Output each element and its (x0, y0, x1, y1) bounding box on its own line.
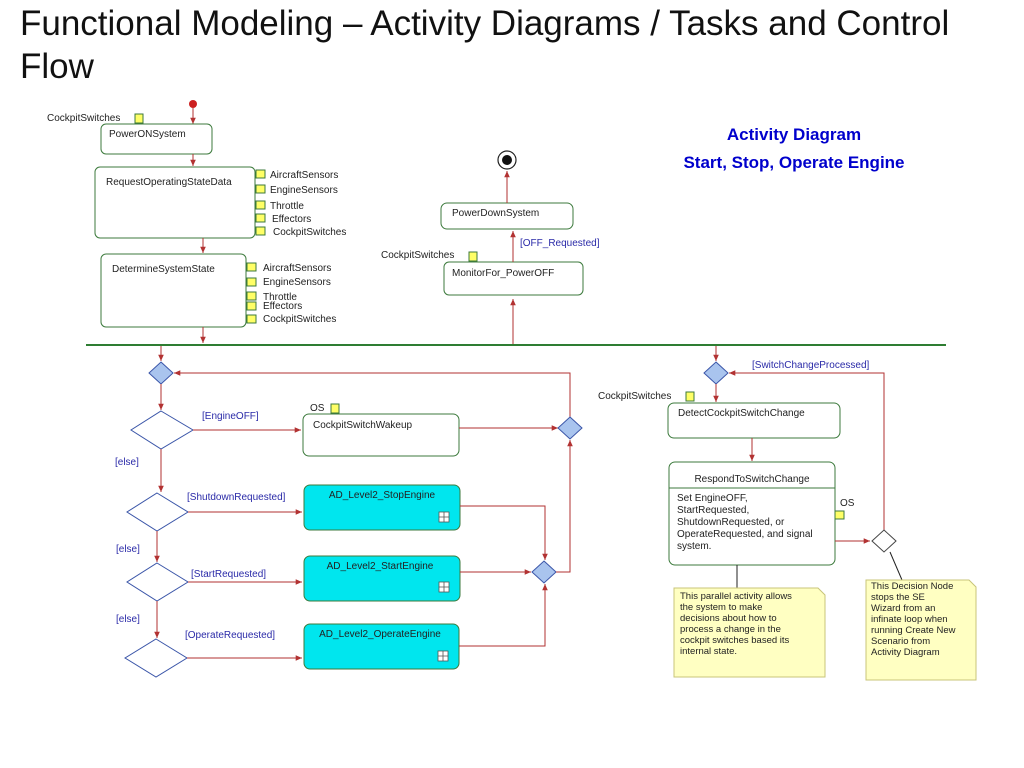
guard-else: [else] (116, 614, 140, 625)
action-label: MonitorFor_PowerOFF (452, 268, 554, 279)
final-node-core (502, 155, 512, 165)
guard-else: [else] (116, 544, 140, 555)
note-line: Activity Diagram (871, 647, 940, 658)
output-pin (255, 226, 266, 236)
note-parallel-activity (673, 587, 826, 678)
input-pin (134, 113, 144, 124)
note-line: This Decision Node (871, 581, 953, 592)
input-pin (246, 291, 257, 301)
subactivity-icon-lines (439, 582, 449, 592)
action-label: DetermineSystemState (112, 264, 215, 275)
guard-engine-off: [EngineOFF] (202, 411, 259, 422)
action-request-operating-state-data[interactable] (94, 166, 256, 239)
legend-title: Activity Diagram (727, 125, 861, 144)
note-line: process a change in the (680, 624, 781, 635)
note-line: This parallel activity allows (680, 591, 792, 602)
guard-start-requested: [StartRequested] (191, 569, 266, 580)
output-pin (834, 510, 845, 520)
note-line: running Create New (871, 625, 956, 636)
note-line: Scenario from (871, 636, 930, 647)
input-pin (330, 403, 340, 414)
note-line: infinate loop when (871, 614, 948, 625)
subactivity-start-engine[interactable] (303, 555, 461, 602)
pin-label-cockpit-switches: CockpitSwitches (598, 391, 671, 402)
action-label: CockpitSwitchWakeup (313, 420, 413, 431)
page-title: Functional Modeling – Activity Diagrams … (20, 4, 950, 86)
merge-node (703, 361, 729, 385)
note-line: stops the SE (871, 592, 925, 603)
note-decision-node (865, 579, 977, 681)
decision-node (124, 638, 188, 678)
pin-label-cockpit-switches: CockpitSwitches (381, 250, 454, 261)
decision-node (130, 410, 194, 450)
action-body-line: system. (677, 541, 711, 552)
pin-label-cockpit-switches: CockpitSwitches (47, 113, 120, 124)
action-label: DetectCockpitSwitchChange (678, 408, 805, 419)
action-label: PowerDownSystem (452, 208, 539, 219)
pin-label-cockpit-switches: CockpitSwitches (263, 314, 336, 325)
note-anchor (889, 551, 903, 581)
guard-off-requested: [OFF_Requested] (520, 238, 600, 249)
merge-node (531, 560, 557, 584)
action-power-on-system[interactable] (100, 123, 213, 155)
subactivity-icon-lines (438, 651, 448, 661)
pin-label-effectors: Effectors (263, 301, 302, 312)
note-line: the system to make (680, 602, 762, 613)
pin-label-aircraft-sensors: AircraftSensors (270, 170, 338, 181)
guard-operate-requested: [OperateRequested] (185, 630, 275, 641)
action-label: RequestOperatingStateData (106, 177, 232, 188)
input-pin (468, 251, 478, 262)
action-label: RespondToSwitchChange (694, 474, 810, 485)
action-detect-cockpit-switch-change[interactable] (667, 402, 841, 439)
decision-node (871, 529, 897, 553)
initial-node (189, 100, 197, 108)
action-label: AD_Level2_StopEngine (329, 490, 436, 501)
pin-label-engine-sensors: EngineSensors (263, 277, 331, 288)
pin-label-cockpit-switches: CockpitSwitches (273, 227, 346, 238)
guard-else: [else] (115, 457, 139, 468)
action-label: PowerONSystem (109, 129, 186, 140)
input-pin (246, 277, 257, 287)
action-body-line: Set EngineOFF, (677, 493, 748, 504)
note-line: cockpit switches based its (680, 635, 790, 646)
action-label: AD_Level2_OperateEngine (319, 629, 441, 640)
fork-bar (86, 344, 946, 346)
pin-label-os: OS (310, 403, 325, 414)
pin-label-throttle: Throttle (263, 292, 297, 303)
guard-switch-change-processed: [SwitchChangeProcessed] (752, 360, 870, 371)
pin-label-throttle: Throttle (270, 201, 304, 212)
pin-label-aircraft-sensors: AircraftSensors (263, 263, 331, 274)
output-pin (255, 200, 266, 210)
pin-label-engine-sensors: EngineSensors (270, 185, 338, 196)
decision-node (126, 562, 189, 602)
input-pin (246, 262, 257, 272)
note-line: Wizard from an (871, 603, 935, 614)
pin-label-os: OS (840, 498, 855, 509)
action-body-line: StartRequested, (677, 505, 749, 516)
note-line: internal state. (680, 646, 737, 657)
pin-label-effectors: Effectors (272, 214, 311, 225)
action-cockpit-switch-wakeup[interactable] (302, 413, 460, 457)
output-pin (255, 184, 266, 194)
output-pin (255, 213, 266, 223)
subactivity-stop-engine[interactable] (303, 484, 461, 531)
legend-subtitle: Start, Stop, Operate Engine (683, 153, 904, 172)
merge-node (557, 416, 583, 440)
action-body-line: OperateRequested, and signal (677, 529, 813, 540)
merge-node (148, 361, 174, 385)
subactivity-icon-lines (439, 512, 449, 522)
action-body-line: ShutdownRequested, or (677, 517, 785, 528)
action-determine-system-state[interactable] (100, 253, 247, 328)
input-pin (685, 391, 695, 402)
input-pin (246, 301, 257, 311)
action-label: AD_Level2_StartEngine (327, 561, 434, 572)
decision-node (126, 492, 189, 532)
note-line: decisions about how to (680, 613, 777, 624)
output-pin (255, 169, 266, 179)
input-pin (246, 314, 257, 324)
guard-shutdown-requested: [ShutdownRequested] (187, 492, 286, 503)
